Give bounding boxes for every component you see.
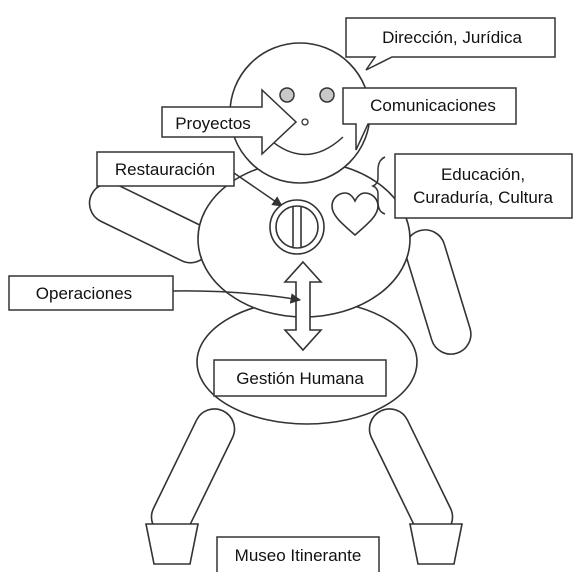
proyectos-label: Proyectos [175, 114, 251, 133]
restauracion-label: Restauración [115, 160, 215, 179]
operaciones-label: Operaciones [36, 284, 132, 303]
left-arm [88, 182, 212, 264]
left-eye [279, 87, 295, 103]
right-arm [404, 229, 472, 355]
restauracion-arrow [233, 172, 283, 207]
direccion-juridica-label: Dirección, Jurídica [382, 28, 522, 47]
educacion-box: Educación, Curaduría, Cultura [394, 153, 573, 219]
comunicaciones-label: Comunicaciones [370, 96, 496, 115]
museo-itinerante-label: Museo Itinerante [235, 546, 362, 565]
right-eye [319, 87, 335, 103]
left-foot [145, 523, 199, 565]
museo-itinerante-box: Museo Itinerante [216, 536, 380, 572]
mouth [266, 136, 344, 156]
heart-icon [331, 192, 379, 237]
double-arrow-icon [283, 260, 323, 352]
educacion-label-line1: Educación, [441, 165, 525, 184]
gestion-humana-box: Gestión Humana [213, 359, 387, 397]
comunicaciones-bubble: Comunicaciones [342, 87, 517, 151]
operaciones-box: Operaciones [8, 275, 174, 311]
left-leg [150, 408, 236, 538]
operaciones-arrow [172, 290, 302, 304]
nose [301, 118, 309, 126]
restauracion-box: Restauración [96, 151, 235, 187]
right-leg [368, 408, 454, 538]
educacion-label-line2: Curaduría, Cultura [413, 188, 553, 207]
right-foot [409, 523, 463, 565]
shield-icon [269, 199, 325, 255]
proyectos-callout: Proyectos [161, 88, 298, 156]
gestion-humana-label: Gestión Humana [236, 369, 364, 388]
direccion-juridica-bubble: Dirección, Jurídica [345, 17, 556, 71]
